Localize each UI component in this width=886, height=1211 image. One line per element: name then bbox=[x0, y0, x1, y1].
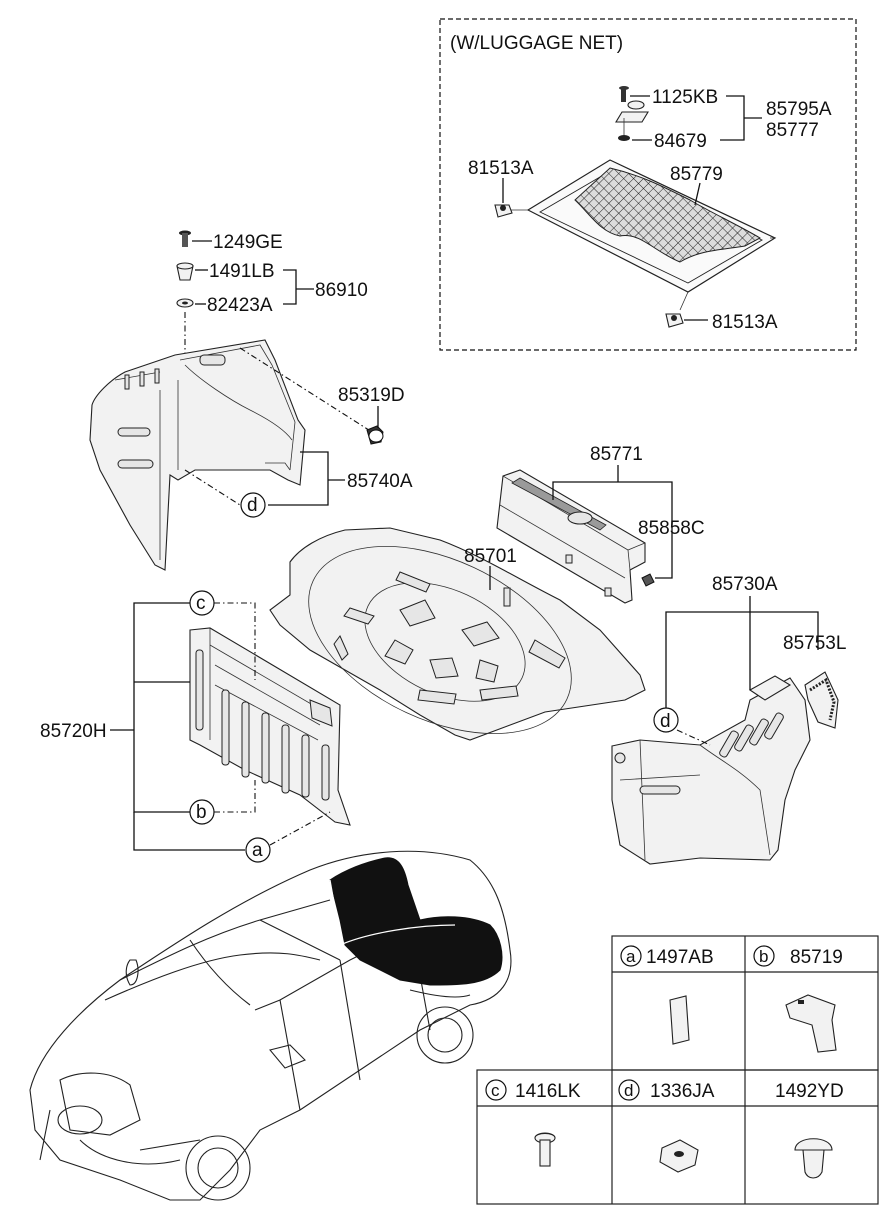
legend-cell-1492yd: 1492YD bbox=[775, 1081, 844, 1179]
label-85777: 85777 bbox=[766, 120, 819, 141]
trim-85740a-group bbox=[89, 339, 373, 571]
svg-text:d: d bbox=[247, 495, 258, 516]
callout-b: b bbox=[189, 799, 215, 825]
part-1497ab-icon bbox=[669, 995, 690, 1045]
svg-text:a: a bbox=[626, 947, 636, 966]
label-85795a: 85795A bbox=[766, 99, 832, 120]
svg-text:d: d bbox=[660, 711, 671, 732]
legend-cell-c: c 1416LK bbox=[485, 1079, 581, 1167]
label-1491lb: 1491LB bbox=[209, 261, 275, 282]
clip-85319d-icon bbox=[366, 425, 384, 445]
svg-text:c: c bbox=[491, 1081, 500, 1100]
label-81513a-bottom: 81513A bbox=[712, 312, 778, 333]
floor-mat-85701-icon bbox=[269, 527, 646, 741]
part-85719-icon bbox=[785, 994, 837, 1053]
scuff-plate-85771-group bbox=[496, 469, 655, 604]
label-85319d: 85319D bbox=[338, 385, 405, 406]
svg-text:a: a bbox=[252, 840, 263, 861]
label-81513a-top: 81513A bbox=[468, 158, 534, 179]
grommet-1491lb-icon bbox=[176, 262, 194, 281]
svg-text:d: d bbox=[624, 1081, 633, 1100]
label-85858c: 85858C bbox=[638, 518, 705, 539]
part-1492yd-icon bbox=[794, 1138, 833, 1179]
luggage-net-dashed-box bbox=[439, 18, 857, 351]
legend-part-1416lk: 1416LK bbox=[515, 1081, 581, 1102]
legend-part-1336ja: 1336JA bbox=[650, 1081, 715, 1102]
label-86910: 86910 bbox=[315, 280, 368, 301]
legend-part-1497ab: 1497AB bbox=[646, 947, 714, 968]
callout-a: a bbox=[245, 837, 271, 863]
floor-mat-85701-group bbox=[269, 527, 646, 741]
trim-85730a-group bbox=[611, 675, 811, 865]
fastener-group-86910: 1249GE 1491LB 82423A 86910 bbox=[176, 230, 368, 460]
label-85701: 85701 bbox=[464, 546, 517, 567]
label-1125kb: 1125KB bbox=[652, 87, 718, 108]
legend-part-1492yd: 1492YD bbox=[775, 1081, 844, 1102]
legend-grid: a 1497AB b 85719 c 1416LK d 13 bbox=[476, 935, 879, 1205]
legend-cell-a: a 1497AB bbox=[620, 945, 714, 1045]
label-84679: 84679 bbox=[654, 131, 707, 152]
label-85779: 85779 bbox=[670, 164, 723, 185]
callout-d-left: d bbox=[240, 492, 266, 518]
panel-85753l-icon bbox=[804, 671, 839, 729]
label-82423a: 82423A bbox=[207, 295, 273, 316]
luggage-net-icon bbox=[510, 159, 777, 311]
legend-cell-b: b 85719 bbox=[753, 945, 843, 1053]
legend-cell-d: d 1336JA bbox=[618, 1079, 715, 1173]
label-85753l: 85753L bbox=[783, 633, 846, 654]
svg-text:c: c bbox=[196, 593, 206, 614]
callout-c: c bbox=[189, 590, 215, 616]
trim-85740a-icon bbox=[89, 339, 306, 571]
bolt-1125kb-icon bbox=[615, 86, 649, 141]
label-85720h: 85720H bbox=[40, 721, 107, 742]
hook-81513a-bottom-icon bbox=[665, 313, 684, 328]
rear-panel-85720h-icon bbox=[189, 627, 351, 826]
label-1249ge: 1249GE bbox=[213, 232, 283, 253]
legend-part-85719: 85719 bbox=[790, 947, 843, 968]
screw-1249ge-icon bbox=[179, 230, 191, 247]
label-85771: 85771 bbox=[590, 444, 643, 465]
washer-82423a-icon bbox=[176, 298, 194, 308]
luggage-net-group: (W/LUGGAGE NET) 1125KB 84679 85795A 8577… bbox=[439, 18, 857, 351]
part-1416lk-icon bbox=[534, 1132, 556, 1167]
svg-text:b: b bbox=[196, 802, 207, 823]
rear-panel-85720h-group bbox=[189, 627, 351, 826]
label-85740a: 85740A bbox=[347, 471, 413, 492]
luggage-net-title: (W/LUGGAGE NET) bbox=[450, 33, 623, 54]
label-85730a: 85730A bbox=[712, 574, 778, 595]
callout-d-right: d bbox=[653, 707, 679, 733]
svg-text:b: b bbox=[759, 947, 768, 966]
hook-81513a-top-icon bbox=[494, 204, 513, 218]
car-illustration bbox=[29, 850, 512, 1201]
trim-85730a-icon bbox=[611, 677, 811, 865]
